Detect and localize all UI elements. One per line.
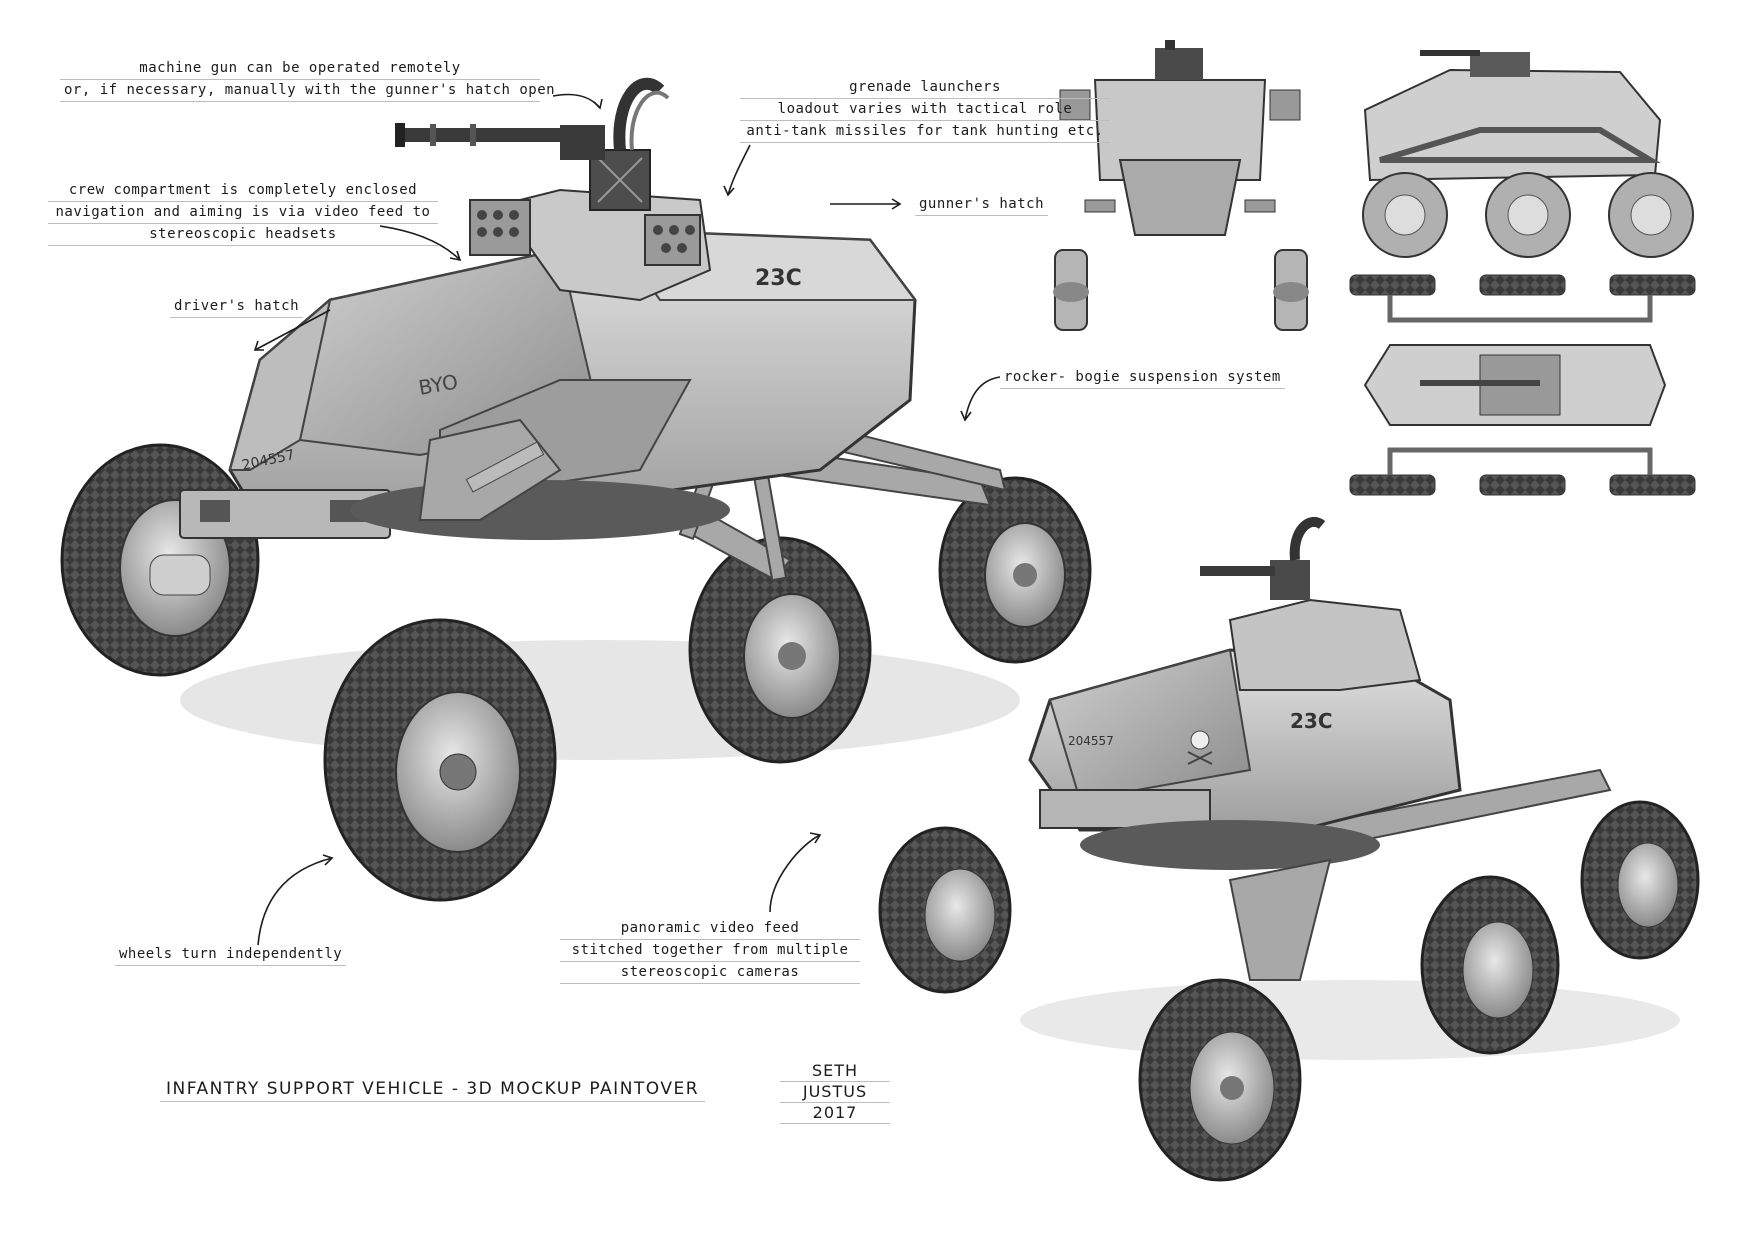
turret <box>469 77 712 302</box>
side-view <box>1362 50 1694 258</box>
wheel-icon <box>878 826 1012 994</box>
unit-code-marking-2: 23C <box>1290 709 1333 733</box>
machine-gun-icon <box>395 123 570 147</box>
skull-icon <box>1187 730 1213 765</box>
annotation-gunners-hatch: gunner's hatch <box>915 194 1049 216</box>
wheel-icon <box>1362 172 1448 258</box>
wheel-icon <box>60 443 260 677</box>
main-vehicle: BYO 23C 204557 <box>60 77 1092 902</box>
wheel-icon <box>1138 978 1302 1182</box>
wheel-icon <box>323 618 557 902</box>
annotation-grenade-launchers: grenade launchers loadout varies with ta… <box>740 77 1110 143</box>
serial-marking-2: 204557 <box>1068 734 1114 748</box>
wheel-icon <box>1420 875 1560 1055</box>
annotation-panoramic-video: panoramic video feed stitched together f… <box>560 918 860 984</box>
second-vehicle: 23C 204557 <box>878 516 1700 1182</box>
unit-code-marking: 23C <box>755 266 802 291</box>
annotation-arrows <box>253 93 1001 946</box>
annotation-machine-gun: machine gun can be operated remotely or,… <box>60 58 555 102</box>
artist-signature: SETH JUSTUS 2017 <box>780 1061 890 1124</box>
annotation-wheels: wheels turn independently <box>115 944 347 966</box>
annotation-crew-compartment: crew compartment is completely enclosed … <box>48 180 438 246</box>
top-view <box>1349 274 1696 496</box>
wheel-icon <box>1608 172 1694 258</box>
page-title: INFANTRY SUPPORT VEHICLE - 3D MOCKUP PAI… <box>160 1079 706 1102</box>
wheel-icon <box>938 476 1092 664</box>
annotation-drivers-hatch: driver's hatch <box>170 296 304 318</box>
wheel-icon <box>1580 800 1700 960</box>
wheel-icon <box>1485 172 1571 258</box>
annotation-rocker-bogie: rocker- bogie suspension system <box>1000 367 1285 389</box>
front-view <box>1053 40 1309 331</box>
vehicle-hull <box>179 228 917 540</box>
wheel-icon <box>688 536 872 764</box>
